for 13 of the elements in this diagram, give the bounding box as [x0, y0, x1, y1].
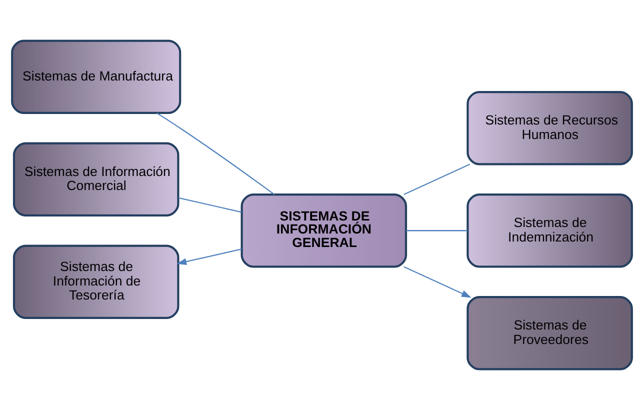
connector	[178, 196, 242, 212]
node-box: Sistemas de Información Comercial	[12, 142, 180, 216]
node-box: Sistemas de Manufactura	[11, 39, 182, 114]
node-box: Sistemas de Indemnización	[466, 193, 633, 268]
node-box: Sistemas de Proveedores	[466, 296, 633, 370]
arrow	[176, 248, 242, 265]
arrow	[404, 266, 472, 298]
connector	[406, 230, 468, 231]
node-box: SISTEMAS DE INFORMACIÓN GENERAL	[240, 193, 408, 268]
node-box: Sistemas de Información de Tesorería	[12, 244, 180, 318]
connector	[404, 163, 470, 194]
connector	[156, 112, 275, 194]
node-box: Sistemas de Recursos Humanos	[466, 90, 633, 165]
